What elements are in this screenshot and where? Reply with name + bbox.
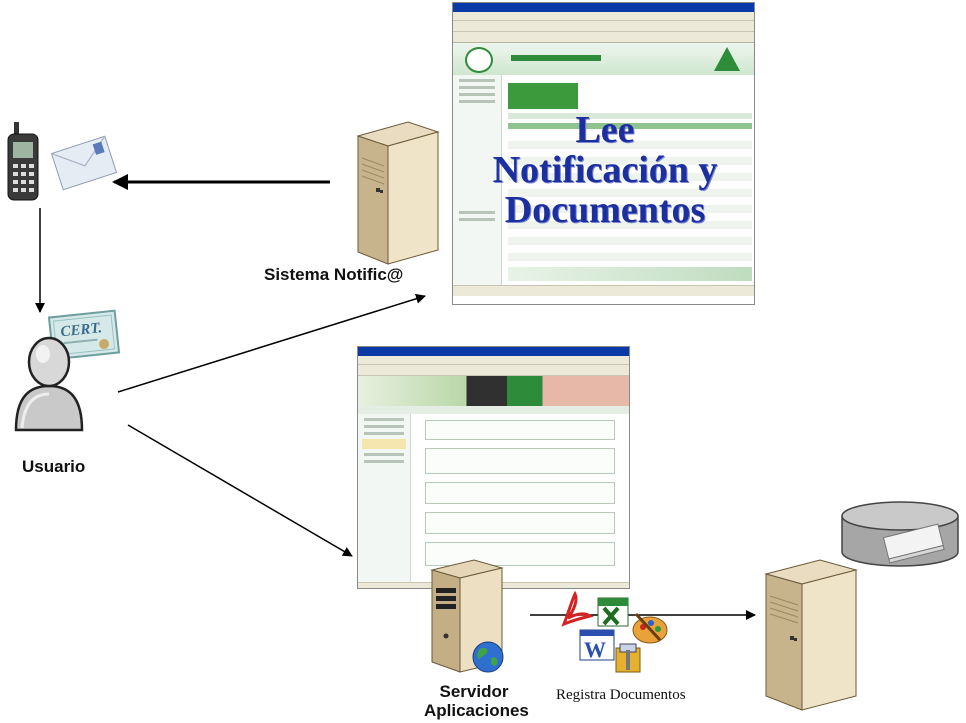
window-titlebar [358,347,629,356]
notific-header [453,43,754,75]
status-bar [453,285,754,296]
tool-bar [358,365,629,376]
aplicaciones-screenshot [357,346,630,589]
apps-main [411,414,629,582]
servidor-label: Servidor Aplicaciones [424,682,529,720]
usuario-label: Usuario [22,457,86,476]
registra-label: Registra Documentos [556,687,686,703]
address-bar [453,32,754,43]
server-icon [764,559,858,711]
overlay-line-3: Documentos [504,189,706,231]
archive-icon [615,643,641,673]
notific-screenshot [452,2,755,305]
excel-icon [597,597,629,627]
menu-bar [358,356,629,365]
paint-icon [632,612,668,644]
user-icon [14,336,84,432]
pdf-icon [561,590,594,627]
server-icon [356,121,440,265]
sistema-label: Sistema Notific@ [264,265,404,284]
certificate-icon: CERT. [47,309,121,361]
arrow-user-to-notific [117,293,426,393]
mobile-phone-icon [7,122,39,201]
apps-banner [358,376,629,406]
notific-main [502,75,754,285]
overlay-line-2: Notificación y [492,149,718,191]
svg-text:W: W [584,637,606,662]
envelope-icon [50,135,118,191]
arrow-user-to-apps [127,424,353,557]
window-titlebar [453,3,754,12]
apps-tabs [358,406,629,414]
globe-icon [472,641,504,673]
servidor-label-line2: Aplicaciones [424,701,529,720]
certificate-label: CERT. [60,320,103,340]
notific-sidebar [453,75,502,285]
overlay-line-1: Lee [575,109,635,151]
apps-sidebar [358,414,411,582]
lee-notificacion-overlay: Lee Notificación y Documentos [470,110,740,230]
tool-bar [453,21,754,32]
word-icon: W [579,629,615,662]
menu-bar [453,12,754,21]
servidor-label-line1: Servidor [439,682,509,701]
database-icon [841,501,959,567]
